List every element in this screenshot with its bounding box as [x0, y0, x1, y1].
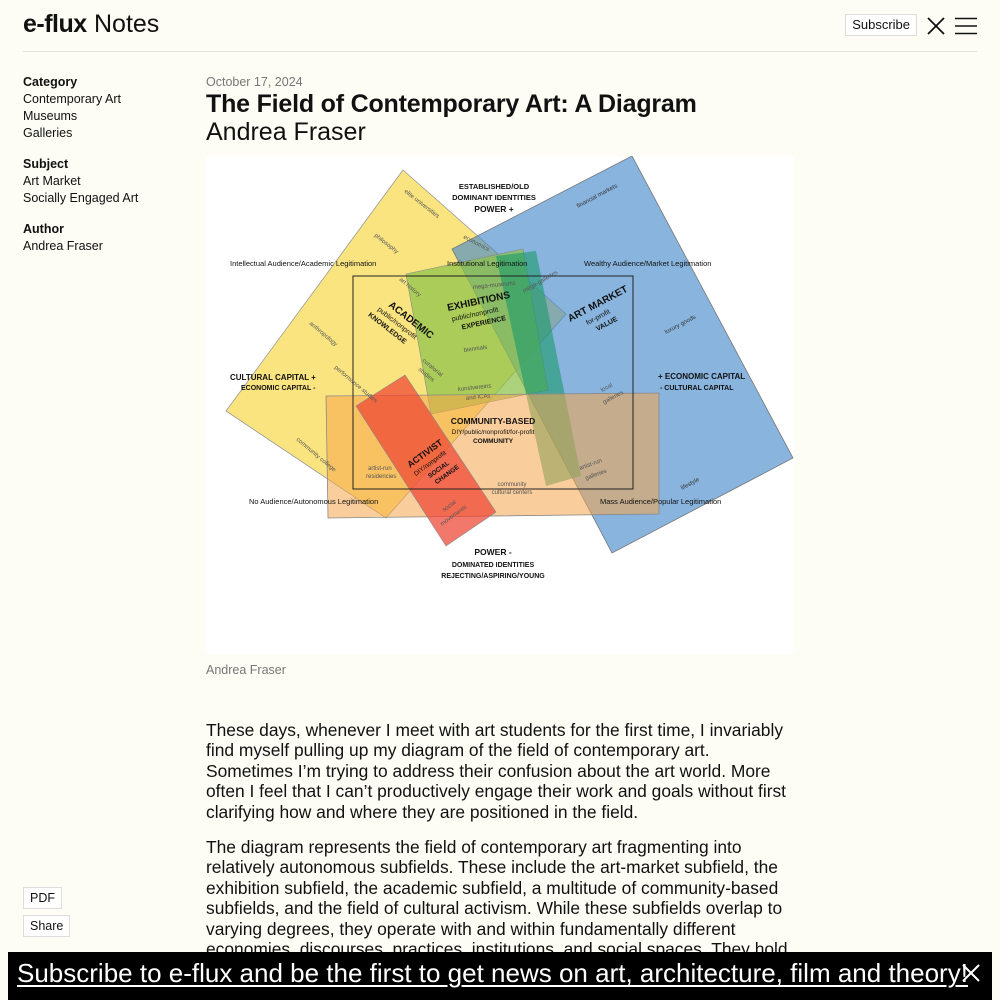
no-audience-label: No Audience/Autonomous Legitimation: [249, 497, 378, 506]
diagram-figure: ESTABLISHED/OLD DOMINANT IDENTITIES POWE…: [206, 156, 794, 654]
pdf-button[interactable]: PDF: [23, 887, 62, 909]
subject-group: Subject Art Market Socially Engaged Art: [23, 156, 183, 207]
author-link-andrea-fraser[interactable]: Andrea Fraser: [23, 239, 103, 253]
left-axis-2: ECONOMIC CAPITAL -: [241, 385, 316, 392]
right-axis-1: + ECONOMIC CAPITAL: [658, 372, 745, 381]
article-date: October 17, 2024: [206, 75, 303, 89]
mass-audience-label: Mass Audience/Popular Legitimation: [600, 497, 721, 506]
site-header: e-flux Notes Subscribe: [23, 0, 977, 52]
diagram-bottom-1: POWER -: [474, 547, 511, 557]
diagram-center-frame: [352, 275, 634, 490]
article-sidebar: Category Contemporary Art Museums Galler…: [23, 74, 183, 269]
biennials-label: biennials: [463, 345, 487, 354]
diagram-top-1: ESTABLISHED/OLD: [459, 182, 530, 191]
article-title: The Field of Contemporary Art: A Diagram: [206, 90, 697, 118]
site-logo[interactable]: e-flux: [23, 10, 87, 38]
artist-run-residencies-label-1: artist-run: [368, 466, 392, 472]
hamburger-menu-icon[interactable]: [955, 17, 977, 35]
artist-run-residencies-label-2: residencies: [366, 474, 396, 480]
community-title: COMMUNITY-BASED: [451, 416, 536, 426]
right-axis-2: - CULTURAL CAPITAL: [660, 385, 734, 392]
wealthy-audience-label: Wealthy Audience/Market Legitimation: [584, 259, 711, 268]
subscribe-button[interactable]: Subscribe: [845, 14, 917, 36]
article-author[interactable]: Andrea Fraser: [206, 118, 366, 146]
community-cultural-centers-label-2: cultural centers: [492, 490, 533, 496]
subject-link-socially-engaged-art[interactable]: Socially Engaged Art: [23, 191, 139, 205]
community-community: COMMUNITY: [473, 438, 514, 445]
kunstvereins-label-2: and ICAs: [466, 393, 491, 402]
subscribe-banner-link[interactable]: Subscribe to e-flux and be the first to …: [17, 958, 968, 988]
community-sub: DIY/public/nonprofit/for-profit: [452, 429, 535, 436]
section-title[interactable]: Notes: [94, 10, 160, 38]
subject-heading: Subject: [23, 157, 69, 171]
close-icon[interactable]: [927, 17, 945, 35]
subject-link-art-market[interactable]: Art Market: [23, 174, 81, 188]
category-group: Category Contemporary Art Museums Galler…: [23, 74, 183, 142]
category-link-museums[interactable]: Museums: [23, 109, 78, 123]
art-market-subfield-shape: [451, 156, 794, 554]
article-paragraph-1: These days, whenever I meet with art stu…: [206, 720, 787, 822]
author-heading: Author: [23, 222, 64, 236]
category-heading: Category: [23, 75, 78, 89]
activist-subfield-shape: [355, 374, 497, 547]
diagram-top-2: DOMINANT IDENTITIES: [452, 193, 536, 202]
institutional-legitimation-label: Institutional Legitimation: [447, 259, 527, 268]
diagram-top-3: POWER +: [474, 204, 513, 214]
category-link-galleries[interactable]: Galleries: [23, 126, 73, 140]
figure-caption: Andrea Fraser: [206, 663, 286, 677]
left-axis-1: CULTURAL CAPITAL +: [230, 373, 316, 382]
close-icon[interactable]: [962, 964, 980, 982]
subscribe-banner: Subscribe to e-flux and be the first to …: [8, 952, 992, 1000]
community-cultural-centers-label-1: community: [497, 482, 526, 488]
intellectual-audience-label: Intellectual Audience/Academic Legitimat…: [230, 259, 376, 268]
diagram-bottom-2: DOMINATED IDENTITIES: [452, 562, 535, 569]
mega-museums-label: mega-museums: [473, 281, 516, 291]
local-galleries-label-1: local: [600, 383, 614, 394]
category-link-contemporary-art[interactable]: Contemporary Art: [23, 92, 121, 106]
article-actions: PDF Share: [23, 887, 71, 943]
diagram-bottom-3: REJECTING/ASPIRING/YOUNG: [441, 573, 545, 580]
kunstvereins-label-1: kunstvereins: [458, 384, 492, 393]
article: October 17, 2024 The Field of Contempora…: [206, 74, 794, 1000]
share-button[interactable]: Share: [23, 915, 71, 937]
field-diagram: ESTABLISHED/OLD DOMINANT IDENTITIES POWE…: [225, 156, 794, 580]
author-group: Author Andrea Fraser: [23, 221, 183, 255]
